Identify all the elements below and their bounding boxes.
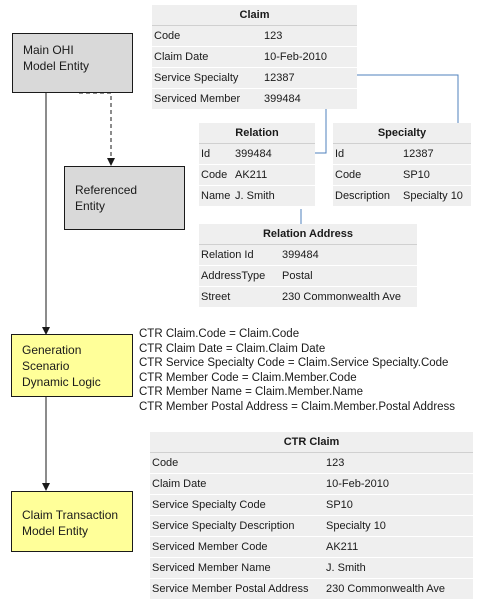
field-value: AK211 bbox=[235, 169, 268, 181]
field-name: Service Specialty bbox=[154, 72, 239, 84]
field-value: SP10 bbox=[403, 169, 430, 181]
mapping-line: CTR Member Code = Claim.Member.Code bbox=[139, 371, 357, 384]
field-value: 123 bbox=[264, 30, 283, 42]
field-value: 230 Commonwealth Ave bbox=[282, 291, 402, 303]
claim-transaction-model-entity-box: Claim Transaction Model Entity bbox=[11, 491, 133, 552]
field-name: Code bbox=[335, 169, 362, 181]
table-row: Name J. Smith bbox=[199, 186, 315, 206]
field-name: Service Specialty Description bbox=[152, 520, 295, 532]
box-line: Claim Transaction bbox=[22, 508, 119, 522]
arrow-main-to-referenced bbox=[79, 92, 115, 166]
field-name: Serviced Member Name bbox=[152, 562, 271, 574]
field-name: Code bbox=[154, 30, 181, 42]
table-row: Street 230 Commonwealth Ave bbox=[199, 287, 417, 307]
generation-scenario-box: Generation Scenario Dynamic Logic bbox=[11, 334, 133, 397]
box-line: Entity bbox=[75, 199, 106, 213]
box-line: Model Entity bbox=[23, 59, 90, 73]
table-row: Service Specialty 12387 bbox=[152, 68, 357, 89]
field-value: J. Smith bbox=[326, 562, 366, 574]
field-value: SP10 bbox=[326, 499, 353, 511]
table-row: Code AK211 bbox=[199, 165, 315, 186]
table-row: Serviced Member Name J. Smith bbox=[150, 558, 473, 579]
table-row: Service Specialty Description Specialty 1… bbox=[150, 516, 473, 537]
table-title: Specialty bbox=[333, 123, 471, 144]
field-value: Specialty 10 bbox=[326, 520, 386, 532]
table-row: Description Specialty 10 bbox=[333, 186, 471, 206]
table-row: Serviced Member Code AK211 bbox=[150, 537, 473, 558]
table-row: Code 123 bbox=[152, 26, 357, 47]
field-name: Name bbox=[201, 190, 231, 202]
box-line: Scenario bbox=[22, 359, 70, 373]
field-name: Street bbox=[201, 291, 231, 303]
field-name: Serviced Member Code bbox=[152, 541, 268, 553]
field-value: 10-Feb-2010 bbox=[264, 51, 327, 63]
mapping-line: CTR Member Postal Address = Claim.Member… bbox=[139, 400, 456, 413]
table-row: Id 399484 bbox=[199, 144, 315, 165]
table-row: Code 123 bbox=[150, 453, 473, 474]
claim-table: Claim Code 123 Claim Date 10-Feb-2010 Serv… bbox=[152, 5, 357, 109]
mapping-line: CTR Service Specialty Code = Claim.Servi… bbox=[139, 357, 449, 369]
box-line: Main OHI bbox=[23, 43, 74, 57]
box-line: Model Entity bbox=[22, 524, 89, 538]
box-line: Referenced bbox=[75, 183, 138, 197]
box-line: Dynamic Logic bbox=[22, 375, 101, 389]
field-name: Service Specialty Code bbox=[152, 499, 266, 511]
field-name: AddressType bbox=[201, 270, 266, 282]
field-value: 399484 bbox=[235, 148, 272, 160]
dynamic-logic-mappings: CTR Claim.Code = Claim.Code CTR Claim Da… bbox=[139, 327, 455, 414]
field-name: Claim Date bbox=[154, 51, 209, 63]
field-value: 12387 bbox=[264, 72, 295, 84]
field-name: Serviced Member bbox=[154, 93, 241, 105]
mapping-line: CTR Member Name = Claim.Member.Name bbox=[139, 386, 363, 398]
field-name: Id bbox=[335, 148, 345, 160]
field-name: Code bbox=[201, 169, 228, 181]
table-row: Service Specialty Code SP10 bbox=[150, 495, 473, 516]
relation-address-table: Relation Address Relation Id 399484 Addre… bbox=[199, 224, 417, 307]
field-value: AK211 bbox=[326, 541, 359, 553]
table-title: CTR Claim bbox=[150, 432, 473, 453]
referenced-entity-box: Referenced Entity bbox=[64, 166, 185, 230]
specialty-table: Specialty Id 12387 Code SP10 Description Sp… bbox=[333, 123, 471, 206]
table-row: Claim Date 10-Feb-2010 bbox=[152, 47, 357, 68]
table-title: Relation bbox=[199, 123, 315, 144]
field-name: Code bbox=[152, 457, 179, 469]
table-row: Relation Id 399484 bbox=[199, 245, 417, 266]
mapping-line: CTR Claim Date = Claim.Claim Date bbox=[139, 342, 326, 355]
table-row: Serviced Member 399484 bbox=[152, 89, 357, 109]
box-line: Generation bbox=[22, 343, 82, 357]
table-title: Claim bbox=[152, 5, 357, 26]
field-name: Relation Id bbox=[201, 249, 254, 261]
field-name: Service Member Postal Address bbox=[152, 583, 309, 595]
field-value: 399484 bbox=[282, 249, 319, 261]
table-row: Service Member Postal Address 230 Commonw… bbox=[150, 579, 473, 599]
field-value: 12387 bbox=[403, 148, 434, 160]
table-title: Relation Address bbox=[199, 224, 417, 245]
field-name: Description bbox=[335, 190, 391, 202]
field-value: 123 bbox=[326, 457, 345, 469]
field-value: Postal bbox=[282, 270, 313, 282]
relation-table: Relation Id 399484 Code AK211 Name J. Smith bbox=[199, 123, 315, 206]
table-row: Code SP10 bbox=[333, 165, 471, 186]
field-value: 230 Commonwealth Ave bbox=[326, 583, 446, 595]
field-value: J. Smith bbox=[235, 190, 275, 202]
field-name: Id bbox=[201, 148, 211, 160]
field-value: 399484 bbox=[264, 93, 301, 105]
field-name: Claim Date bbox=[152, 478, 207, 490]
field-value: Specialty 10 bbox=[403, 190, 463, 202]
mapping-line: CTR Claim.Code = Claim.Code bbox=[139, 328, 300, 340]
table-row: Claim Date 10-Feb-2010 bbox=[150, 474, 473, 495]
main-ohi-model-entity-box: Main OHI Model Entity bbox=[12, 33, 133, 93]
field-value: 10-Feb-2010 bbox=[326, 478, 389, 490]
table-row: AddressType Postal bbox=[199, 266, 417, 287]
table-row: Id 12387 bbox=[333, 144, 471, 165]
